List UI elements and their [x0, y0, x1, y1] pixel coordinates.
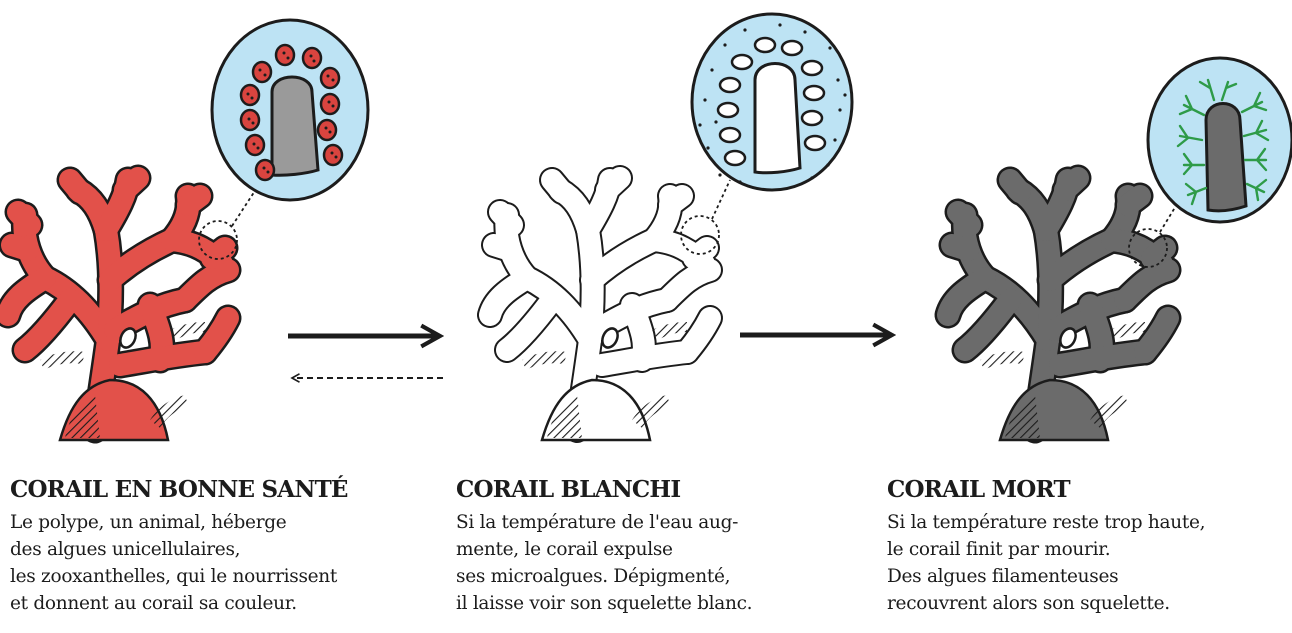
description-line: il laisse voir son squelette blanc. — [456, 590, 856, 617]
bleached-coral-title: CORAIL BLANCHI — [456, 476, 680, 503]
bleached-coral — [490, 178, 710, 440]
healthy-coral-title: CORAIL EN BONNE SANTÉ — [10, 476, 348, 503]
healthy-coral-description: Le polype, un animal, héberge des algues… — [10, 509, 410, 617]
healthy-coral — [8, 178, 228, 440]
description-line: recouvrent alors son squelette. — [887, 590, 1287, 617]
description-line: le corail finit par mourir. — [887, 536, 1287, 563]
description-line: Si la température de l'eau aug- — [456, 509, 856, 536]
polyp-zoom-dead — [1148, 58, 1292, 222]
bleached-coral-description: Si la température de l'eau aug- mente, l… — [456, 509, 856, 617]
description-line: Le polype, un animal, héberge — [10, 509, 410, 536]
coral-bleaching-illustration — [0, 0, 1292, 470]
polyp-zoom-healthy — [212, 20, 368, 200]
polyp-zoom-bleached — [692, 14, 852, 190]
description-line: Si la température reste trop haute, — [887, 509, 1287, 536]
description-line: mente, le corail expulse — [456, 536, 856, 563]
description-line: et donnent au corail sa couleur. — [10, 590, 410, 617]
description-line: ses microalgues. Dépigmenté, — [456, 563, 856, 590]
dead-coral-description: Si la température reste trop haute, le c… — [887, 509, 1287, 617]
dead-coral — [948, 178, 1168, 440]
description-line: les zooxanthelles, qui le nourrissent — [10, 563, 410, 590]
description-line: des algues unicellulaires, — [10, 536, 410, 563]
description-line: Des algues filamenteuses — [887, 563, 1287, 590]
dead-coral-title: CORAIL MORT — [887, 476, 1070, 503]
